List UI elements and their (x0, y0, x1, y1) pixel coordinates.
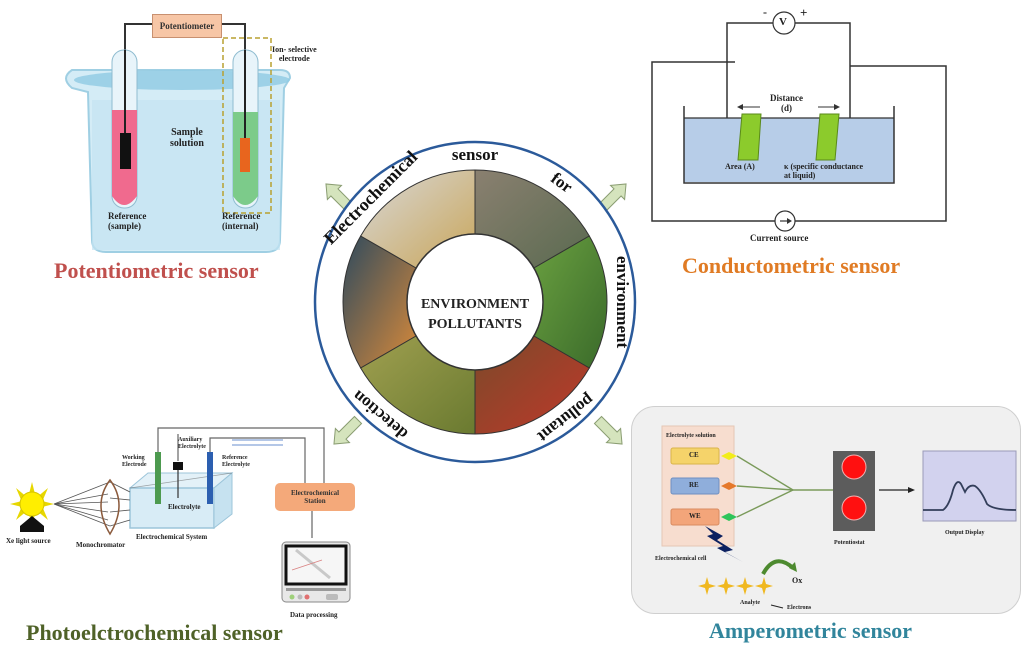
ce-electrode (670, 447, 720, 465)
distance-label: Distance (770, 93, 803, 103)
output-curve (923, 481, 1017, 511)
ox-label: Ox (792, 576, 803, 585)
re-label: RE (689, 481, 699, 489)
ring-word-sensor: sensor (452, 145, 499, 164)
area-label: Area (A) (725, 162, 755, 171)
ise-label: Ion- selective (272, 45, 317, 54)
electrochemical-cell-label: Electrochemical cell (655, 556, 707, 562)
ce-label: CE (689, 451, 699, 459)
monochromator-label: Monochromator (76, 541, 126, 549)
xe-light-source-icon (10, 482, 54, 532)
station-label: Electrochemical (290, 489, 340, 497)
reference-electrode (207, 452, 213, 504)
potentiometer-box: Potentiometer (152, 14, 222, 38)
arrow-to-amperometric (593, 415, 623, 445)
core-line-2: POLLUTANTS (428, 317, 522, 332)
electrolyte-solution-label: Electrolyte solution (666, 433, 716, 439)
analyte-label: Analyte (740, 600, 760, 606)
electrochemical-station-box: Electrochemical Station (275, 483, 355, 511)
electrochemical-system-tank (129, 487, 215, 529)
auxiliary-electrode (173, 462, 183, 470)
electrochemical-system-label: Electrochemical System (136, 533, 208, 541)
electrode-right (815, 113, 840, 161)
amperometric-title: Amperometric sensor (709, 618, 913, 643)
photoelectrochemical-title: Photoelctrochemical sensor (26, 620, 283, 645)
electrolyte-label: Electrolyte (168, 503, 201, 511)
conductometric-diagram (651, 11, 947, 232)
working-electrode-label: Working (122, 455, 145, 461)
potentiometric-diagram (65, 23, 292, 253)
voltmeter-icon (772, 11, 796, 35)
analyte-star-icon (717, 577, 735, 595)
photoelectrochemical-diagram (10, 427, 351, 603)
sample-solution-label: Sample (171, 127, 203, 138)
black-electrode (120, 133, 131, 169)
output-display-label: Output Display (945, 530, 985, 536)
analyte-star-icon (736, 577, 754, 595)
reference-electrode-label: Reference (222, 455, 248, 461)
arrow-to-conductometric (597, 183, 627, 213)
working-electrode (155, 452, 161, 504)
potentiometric-panel: Potentiometer Ion- selective electrode S… (0, 0, 330, 300)
minus-sign: - (763, 5, 767, 19)
ring-word-environment: environment (613, 256, 632, 349)
reference-sample-label: Reference (108, 211, 147, 221)
auxiliary-electrode-label: Auxiliary (178, 437, 203, 443)
we-label: WE (689, 512, 701, 520)
kappa-label: κ (specific conductance (784, 162, 864, 171)
amperometric-panel: Electrolyte solution CE RE WE Electroche… (625, 400, 1024, 648)
re-electrode (670, 477, 720, 495)
plus-sign: + (800, 5, 808, 20)
photoelectrochemical-panel: Working Electrode Auxiliary Electrolyte … (0, 410, 370, 648)
potentiostat-label: Potentiostat (834, 540, 865, 546)
conductometric-title: Conductometric sensor (682, 253, 901, 278)
electrode-left (737, 113, 762, 161)
core-circle (406, 233, 544, 371)
arrow-to-photoelectrochemical (333, 415, 363, 445)
xe-label: Xe light source (6, 537, 51, 545)
orange-electrode (240, 138, 250, 172)
analyte-star-icon (755, 577, 773, 595)
analyte-star-icon (698, 577, 716, 595)
electrons-label: Electrons (787, 605, 812, 611)
data-processing-monitor-icon (281, 541, 351, 603)
potentiometer-label: Potentiometer (159, 21, 215, 31)
amperometric-diagram (661, 425, 1017, 609)
we-electrode (670, 508, 720, 526)
core-line-1: ENVIRONMENT (421, 297, 530, 312)
reference-internal-label: Reference (222, 211, 261, 221)
voltmeter-label: V (779, 16, 787, 28)
conductometric-panel: V - + Distance (d) Area (A) κ (specific … (640, 0, 1024, 290)
data-processing-label: Data processing (290, 611, 338, 619)
analyte-stars (698, 577, 773, 595)
potentiometric-title: Potentiometric sensor (54, 258, 259, 283)
current-source-label: Current source (750, 233, 809, 243)
lightning-icon (705, 526, 743, 562)
monochromator-lens (100, 478, 120, 536)
liquid (684, 118, 894, 182)
